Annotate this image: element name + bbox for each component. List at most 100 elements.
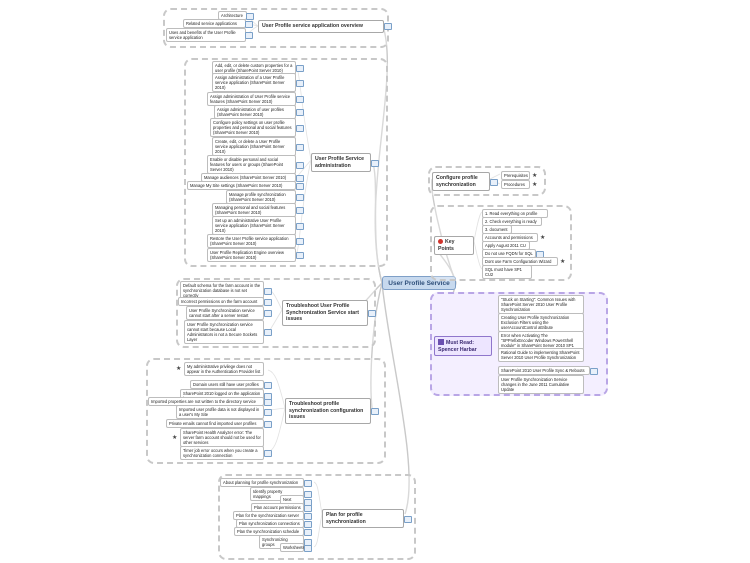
leaf-label: Apply August 2011 CU [485,243,526,248]
troubleshoot-config-item[interactable]: Private emails cannot find imported user… [166,419,272,428]
leaf-label: Do not use FQDN for SQL [485,251,533,256]
note-icon[interactable] [590,367,598,375]
troubleshoot-start-item[interactable]: Incorrect permissions on the farm accoun… [178,297,272,306]
branch-configure[interactable]: Configure profile synchronization [432,172,498,191]
overview-item[interactable]: Related service applications [183,19,253,28]
note-icon[interactable] [304,491,312,498]
note-icon[interactable] [264,287,272,295]
note-icon[interactable] [296,124,304,132]
leaf-label: Plan for the synchronization server [236,513,300,518]
leaf-label: Assign administration of a User Profile … [215,75,285,90]
note-icon[interactable] [264,310,272,317]
branch-troubleshoot-config[interactable]: Troubleshoot profile synchronization con… [285,398,379,424]
branch-troubleshoot-start[interactable]: Troubleshoot User Profile Synchronizatio… [282,300,376,326]
troubleshoot-start-item[interactable]: User Profile Synchronization service can… [186,306,272,320]
note-icon[interactable] [304,504,312,512]
troubleshoot-config-item[interactable]: SharePoint Health Analyzer error: The se… [180,428,264,447]
note-icon[interactable] [404,515,412,523]
note-icon[interactable] [304,544,312,552]
note-icon[interactable] [304,512,312,520]
admin-item[interactable]: User Profile Replication Engine overview… [207,248,304,262]
note-icon[interactable] [384,23,392,31]
note-icon[interactable] [304,479,312,487]
note-icon[interactable] [296,79,304,87]
note-icon[interactable] [245,20,253,28]
note-icon[interactable] [296,161,304,169]
key-point-item[interactable]: SQL must have SP1 CU2 [482,265,532,279]
note-icon[interactable] [304,528,312,536]
star-icon [532,173,538,179]
branch-key-points[interactable]: Key Points [434,236,474,255]
must-read-item[interactable]: "Stuck on Starting": Common Issues with … [498,295,584,314]
note-icon[interactable] [264,420,272,428]
troubleshoot-start-item[interactable]: Default schema for the farm account in t… [180,281,272,300]
key-point-item[interactable]: 2. Check everything is ready [482,217,542,226]
admin-item[interactable]: Manage profile synchronization (SharePoi… [226,190,304,204]
note-icon[interactable] [296,174,304,182]
star-icon [560,259,566,265]
note-icon[interactable] [246,12,254,20]
note-icon[interactable] [264,450,272,457]
must-read-item[interactable]: User Profile Synchronization Service cha… [498,375,584,394]
star-icon [176,366,182,372]
configure-item[interactable]: Prerequisites [501,171,530,180]
note-icon[interactable] [296,109,304,116]
troubleshoot-start-item[interactable]: User Profile Synchronization service can… [184,320,272,344]
admin-item[interactable]: Restore the User Profile service applica… [207,234,304,248]
note-icon[interactable] [296,65,304,72]
note-icon[interactable] [490,178,498,186]
admin-item[interactable]: Assign administration of User Profile se… [207,92,304,106]
admin-item[interactable]: Configure policy settings on user profil… [210,118,304,137]
troubleshoot-config-item[interactable]: Imported user profile data is not displa… [176,405,272,419]
note-icon[interactable] [304,520,312,528]
admin-item[interactable]: Enable or disable personal and social fe… [207,155,304,174]
leaf-label: About planning for profile synchronizati… [223,480,299,485]
admin-item[interactable]: Manage My Site settings (SharePoint Serv… [187,181,304,190]
note-icon[interactable] [371,407,379,415]
note-icon[interactable] [296,182,304,190]
note-icon[interactable] [264,409,272,416]
note-icon[interactable] [264,381,272,389]
branch-must-read[interactable]: Must Read: Spencer Harbar [434,336,492,356]
leaf-label: Dont use Farm Configuration Wizard [485,259,552,264]
leaf-label: Configure policy settings on user profil… [213,120,292,135]
note-icon[interactable] [296,222,304,230]
leaf-label: Manage audiences (SharePoint Server 2010… [204,175,287,180]
admin-item[interactable]: Assign administration of a User Profile … [212,73,304,92]
note-icon[interactable] [371,159,379,167]
note-icon[interactable] [296,207,304,214]
leaf-label: Synchronizing groups [262,537,288,547]
note-icon[interactable] [245,32,253,39]
note-icon[interactable] [264,298,272,306]
leaf-label: Managing personal and social features (S… [215,205,286,215]
note-icon[interactable] [368,309,376,317]
plan-item[interactable]: Worksheets [280,543,312,552]
note-icon[interactable] [296,238,304,245]
note-icon[interactable] [296,194,304,201]
must-read-item[interactable]: SharePoint 2010 User Profile Sync & Rebo… [498,366,598,375]
leaf-label: SharePoint Health Analyzer error: The se… [183,430,261,445]
leaf-label: Related service applications [186,21,237,26]
leaf-label: Plan synchronization connections [239,521,300,526]
branch-admin[interactable]: User Profile Service administration [311,153,379,172]
note-icon[interactable] [264,329,272,336]
note-icon[interactable] [296,96,304,103]
note-icon[interactable] [296,252,304,259]
must-read-item[interactable]: Rational Guide to implementing SharePoin… [498,348,584,362]
troubleshoot-config-item[interactable]: My administrative privilege does not app… [184,362,264,376]
admin-item[interactable]: Managing personal and social features (S… [212,203,304,217]
admin-item[interactable]: Assign administration of user profiles (… [214,105,304,119]
note-icon[interactable] [264,398,272,406]
must-read-item[interactable]: Creating User Profile Synchronization Ex… [498,313,584,332]
admin-item[interactable]: Create, edit, or delete a User Profile s… [212,137,304,156]
note-icon[interactable] [296,143,304,151]
overview-item[interactable]: Uses and benefits of the User Profile se… [166,28,253,42]
troubleshoot-config-item[interactable]: Timer job error occurs when you create a… [180,446,272,460]
plan-item[interactable]: About planning for profile synchronizati… [220,478,312,487]
leaf-label: Private emails cannot find imported user… [169,421,257,426]
troubleshoot-config-item[interactable]: Domain users still have user profiles [190,380,272,389]
admin-item[interactable]: Set up an administrative User Profile se… [212,216,304,235]
branch-plan[interactable]: Plan for profile synchronization [322,509,412,528]
branch-overview[interactable]: User Profile service application overvie… [258,20,392,33]
configure-item[interactable]: Procedures [501,180,530,189]
